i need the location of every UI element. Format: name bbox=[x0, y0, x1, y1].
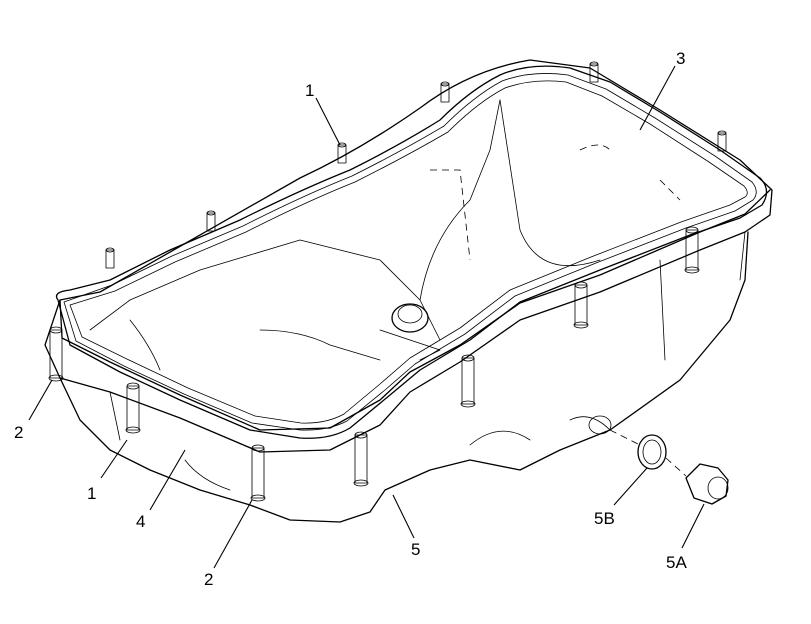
callout-2-left: 2 bbox=[14, 423, 23, 442]
flange-studs bbox=[48, 61, 727, 502]
pan-body bbox=[59, 231, 749, 523]
oil-pan-flange bbox=[44, 59, 773, 453]
callout-1-top: 1 bbox=[305, 81, 314, 100]
pickup-boss bbox=[379, 303, 441, 361]
callout-4: 4 bbox=[136, 512, 145, 531]
drain-port bbox=[588, 415, 612, 435]
drain-washer bbox=[637, 434, 667, 470]
callout-5a: 5A bbox=[666, 553, 687, 572]
callout-1-left: 1 bbox=[87, 484, 96, 503]
gasket bbox=[55, 65, 768, 439]
callout-5: 5 bbox=[411, 540, 420, 559]
callout-3: 3 bbox=[676, 49, 685, 68]
callout-2-bottom: 2 bbox=[204, 570, 213, 589]
pan-interior bbox=[89, 99, 681, 371]
drain-plug bbox=[685, 463, 729, 505]
callout-5b: 5B bbox=[594, 509, 615, 528]
leader-lines bbox=[28, 65, 705, 569]
